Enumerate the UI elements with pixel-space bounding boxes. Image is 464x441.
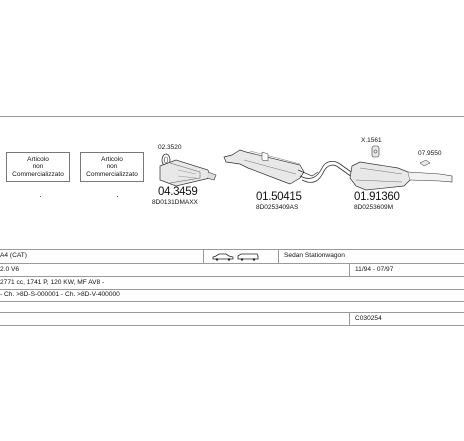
- table-column-divider: [203, 249, 204, 263]
- box-line: non: [32, 163, 44, 171]
- not-commercialized-box: Articolo non Commercializzato: [6, 152, 70, 182]
- table-line: [0, 263, 464, 264]
- box-line: Articolo: [27, 155, 49, 163]
- connecting-pipe-icon: [299, 160, 355, 183]
- box-dot: [117, 196, 118, 197]
- box-line: Commercializzato: [12, 170, 64, 178]
- table-column-divider: [278, 249, 279, 263]
- box-line: Articolo: [101, 155, 123, 163]
- catalog-code: C030254: [355, 315, 382, 322]
- body-style-icons: [212, 253, 259, 261]
- table-line: [0, 249, 464, 250]
- table-line: [0, 301, 464, 302]
- table-line: [0, 312, 464, 313]
- tailpipe-part-code: 07.9550: [418, 150, 442, 157]
- table-line: [0, 325, 464, 326]
- box-line: non: [106, 163, 118, 171]
- table-line: [0, 276, 464, 277]
- box-line: Commercializzato: [86, 170, 138, 178]
- station-wagon-icon: [237, 253, 259, 261]
- vehicle-chassis-range: - Ch. >8D-S-000001 - Ch. >8D-V-400000: [0, 291, 120, 298]
- part-oem-reference: 8D0253609M: [354, 204, 394, 211]
- diagram-top-border: [0, 116, 464, 117]
- vehicle-engine: 2.0 V6: [0, 266, 20, 273]
- clamp-part-code: 02.3520: [158, 144, 182, 151]
- rubber-hanger-icon: [371, 145, 380, 158]
- middle-silencer-icon: [223, 149, 319, 185]
- part-number: 01.50415: [256, 191, 302, 203]
- table-column-divider: [349, 312, 350, 325]
- catalytic-converter-icon: [159, 159, 217, 187]
- tailpipe-icon: [407, 159, 453, 183]
- table-column-divider: [349, 263, 350, 276]
- vehicle-production-years: 11/94 - 07/97: [355, 266, 394, 273]
- vehicle-specification: 2771 cc, 1741 P, 120 KW, MF AV8 -: [0, 279, 105, 286]
- part-oem-reference: 8D0131DMAXX: [152, 199, 198, 206]
- not-commercialized-box: Articolo non Commercializzato: [80, 152, 144, 182]
- part-number: 01.91360: [354, 191, 400, 203]
- sedan-icon: [212, 253, 234, 261]
- rear-silencer-icon: [349, 161, 411, 191]
- hanger-part-code: X.1561: [361, 137, 382, 144]
- vehicle-body-type: Sedan Stationwagon: [284, 252, 345, 259]
- table-line: [0, 289, 464, 290]
- part-number: 04.3459: [158, 186, 198, 198]
- box-dot: [40, 196, 41, 197]
- part-oem-reference: 8D0253409AS: [256, 204, 299, 211]
- vehicle-model: A4 (CAT): [0, 252, 27, 259]
